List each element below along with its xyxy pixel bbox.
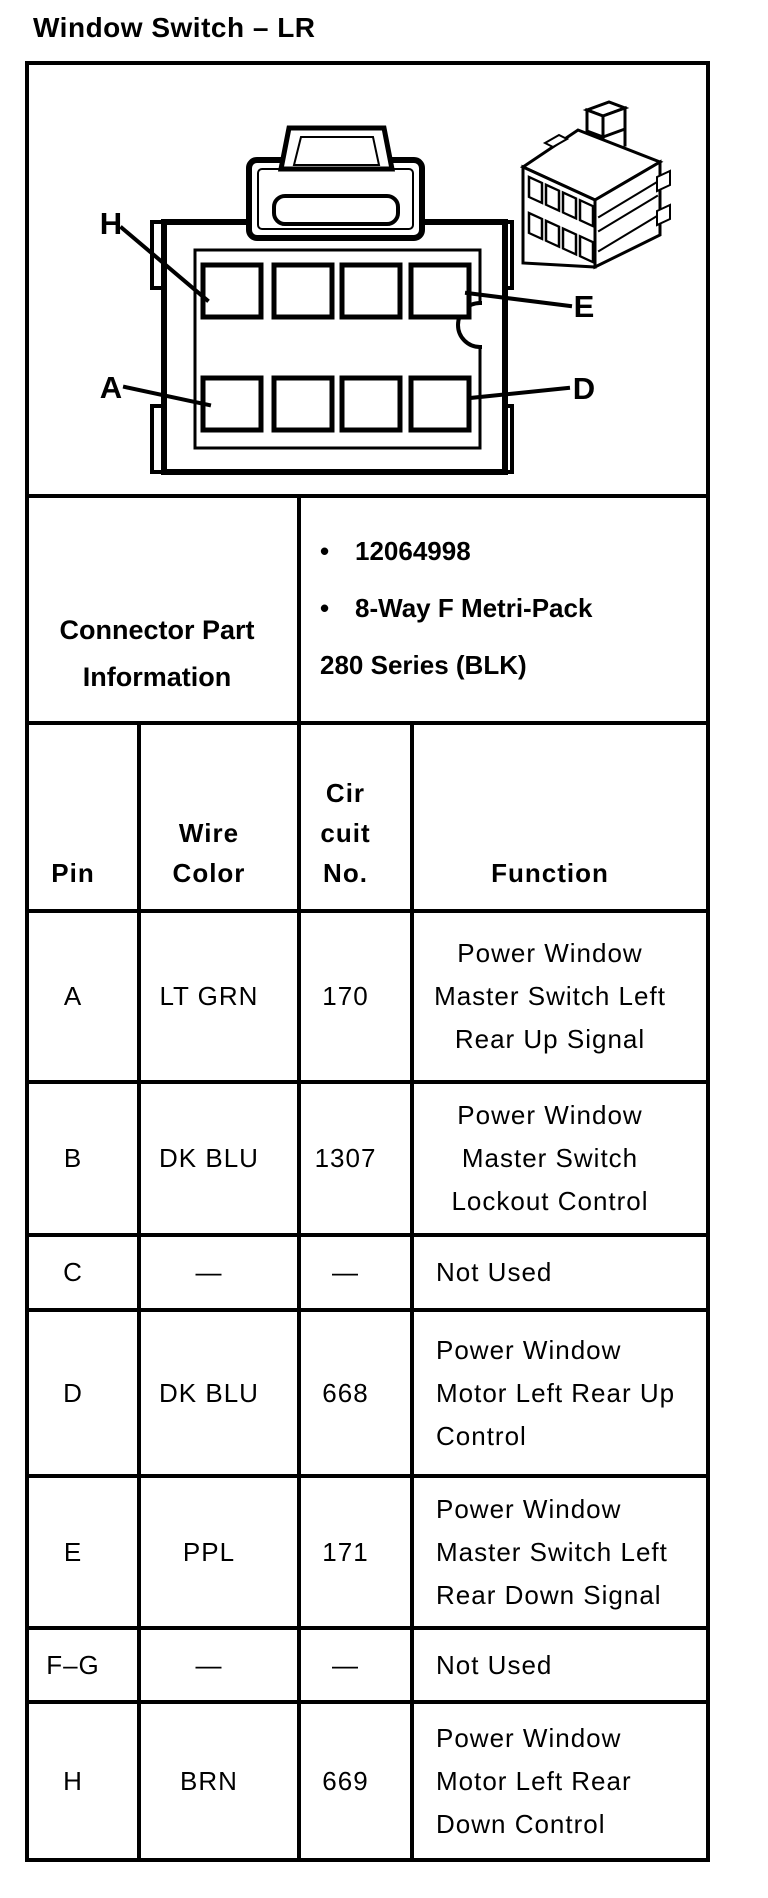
function-line: Lockout Control	[451, 1186, 649, 1216]
part-number: 12064998	[355, 536, 471, 566]
function-line: Rear Up Signal	[454, 1024, 646, 1054]
table-row-pin-b: B DK BLU 1307 Power Window Master Switch…	[29, 1084, 706, 1237]
connector-series: 280 Series (BLK)	[320, 650, 527, 680]
connector-front-view	[119, 125, 573, 475]
pin-label-e: E	[574, 289, 595, 324]
connector-diagram: H A E D	[100, 100, 671, 475]
function-line: Motor Left Rear Up	[436, 1377, 676, 1408]
function-cell: Power Window Master Switch Lockout Contr…	[414, 1084, 706, 1233]
function-line: Not Used	[436, 1649, 553, 1680]
header-function-label: Function	[491, 858, 609, 888]
function-line: Master Switch	[461, 1143, 639, 1173]
connector-part-info-heading: Connector Part Information	[29, 498, 301, 721]
header-pin: Pin	[29, 725, 141, 909]
pin-cell: B	[29, 1084, 141, 1233]
header-wire-line: Wire	[178, 818, 240, 848]
function-line: Not Used	[436, 1257, 553, 1287]
function-line: Control	[436, 1420, 527, 1451]
wire-color-cell: PPL	[141, 1478, 301, 1626]
header-circuit-no: Cir cuit No.	[301, 725, 414, 909]
circuit-cell: —	[301, 1630, 414, 1700]
connector-info-table: H A E D Connector Part Information • 120…	[25, 61, 710, 1862]
table-row-pin-e: E PPL 171 Power Window Master Switch Lef…	[29, 1478, 706, 1630]
wire-color-cell: —	[141, 1237, 301, 1308]
function-line: Master Switch Left	[434, 981, 666, 1011]
wire-color-cell: DK BLU	[141, 1084, 301, 1233]
pin-label-d: D	[573, 371, 595, 406]
heading-line: Information	[82, 662, 232, 692]
function-line: Rear Down Signal	[436, 1579, 662, 1610]
circuit-cell: 668	[301, 1312, 414, 1474]
function-cell: Not Used	[414, 1630, 706, 1700]
function-cell: Power Window Master Switch Left Rear Dow…	[414, 1478, 706, 1626]
connector-type-item: • 8-Way F Metri-Pack	[320, 591, 696, 625]
function-line: Master Switch Left	[436, 1536, 668, 1567]
pin-leader-lines	[119, 225, 573, 408]
bullet-icon: •	[320, 593, 330, 623]
function-cell: Not Used	[414, 1237, 706, 1308]
table-row-pin-fg: F–G — — Not Used	[29, 1630, 706, 1704]
table-row-pin-d: D DK BLU 668 Power Window Motor Left Rea…	[29, 1312, 706, 1478]
connector-iso-view	[519, 100, 671, 270]
circuit-cell: —	[301, 1237, 414, 1308]
connector-part-info-section: Connector Part Information • 12064998 • …	[29, 498, 706, 725]
function-line: Power Window	[457, 1100, 643, 1130]
wire-color-cell: DK BLU	[141, 1312, 301, 1474]
function-line: Power Window	[436, 1493, 622, 1524]
function-cell: Power Window Motor Left Rear Up Control	[414, 1312, 706, 1474]
table-row-pin-h: H BRN 669 Power Window Motor Left Rear D…	[29, 1704, 706, 1858]
pin-cell: E	[29, 1478, 141, 1626]
pin-cell: A	[29, 913, 141, 1080]
header-circuit-line: Cir	[325, 778, 366, 808]
circuit-cell: 1307	[301, 1084, 414, 1233]
function-line: Power Window	[436, 1722, 622, 1753]
circuit-cell: 170	[301, 913, 414, 1080]
wire-color-cell: BRN	[141, 1704, 301, 1858]
part-number-item: • 12064998	[320, 534, 696, 568]
wire-color-cell: LT GRN	[141, 913, 301, 1080]
pin-cell: D	[29, 1312, 141, 1474]
connector-part-info-details: • 12064998 • 8-Way F Metri-Pack 280 Seri…	[301, 498, 706, 721]
header-wire-color: Wire Color	[141, 725, 301, 909]
header-circuit-line: No.	[323, 858, 368, 888]
table-row-pin-c: C — — Not Used	[29, 1237, 706, 1312]
circuit-cell: 171	[301, 1478, 414, 1626]
header-circuit-line: cuit	[320, 818, 371, 848]
wire-color-cell: —	[141, 1630, 301, 1700]
function-line: Power Window	[457, 938, 643, 968]
function-line: Down Control	[436, 1808, 606, 1839]
header-pin-label: Pin	[51, 858, 95, 888]
connector-type: 8-Way F Metri-Pack	[355, 593, 593, 623]
circuit-cell: 669	[301, 1704, 414, 1858]
heading-line: Connector Part	[59, 615, 255, 645]
pin-cell: H	[29, 1704, 141, 1858]
function-cell: Power Window Master Switch Left Rear Up …	[414, 913, 706, 1080]
page-title: Window Switch – LR	[33, 12, 316, 43]
pin-table-header-row: Pin Wire Color Cir cuit No. Function	[29, 725, 706, 913]
header-wire-line: Color	[172, 858, 246, 888]
function-line: Motor Left Rear	[436, 1765, 632, 1796]
connector-diagram-section: H A E D	[29, 65, 706, 498]
header-function: Function	[414, 725, 706, 909]
pin-label-a: A	[100, 370, 122, 405]
function-line: Power Window	[436, 1334, 622, 1365]
function-cell: Power Window Motor Left Rear Down Contro…	[414, 1704, 706, 1858]
pin-cell: F–G	[29, 1630, 141, 1700]
pin-cell: C	[29, 1237, 141, 1308]
table-row-pin-a: A LT GRN 170 Power Window Master Switch …	[29, 913, 706, 1084]
bullet-icon: •	[320, 536, 330, 566]
pin-label-h: H	[100, 206, 122, 241]
